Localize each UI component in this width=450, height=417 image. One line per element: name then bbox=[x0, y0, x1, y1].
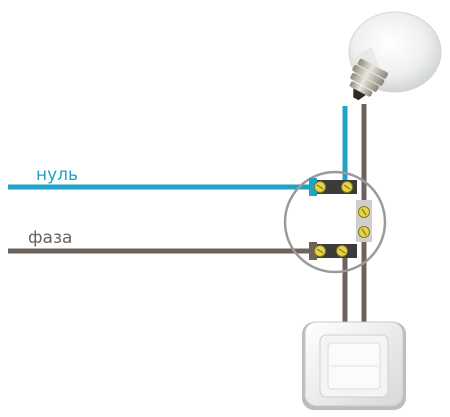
junction-box-circle bbox=[283, 170, 387, 274]
phase-wire bbox=[8, 248, 348, 326]
phase-label: фаза bbox=[28, 228, 72, 248]
switch-terminal bbox=[356, 200, 372, 242]
neutral-terminal bbox=[309, 178, 357, 196]
light-bulb-icon bbox=[348, 11, 442, 101]
phase-terminal bbox=[309, 242, 357, 260]
neutral-wire bbox=[8, 106, 348, 190]
wall-switch-icon bbox=[302, 321, 406, 410]
neutral-label: нуль bbox=[36, 165, 78, 185]
